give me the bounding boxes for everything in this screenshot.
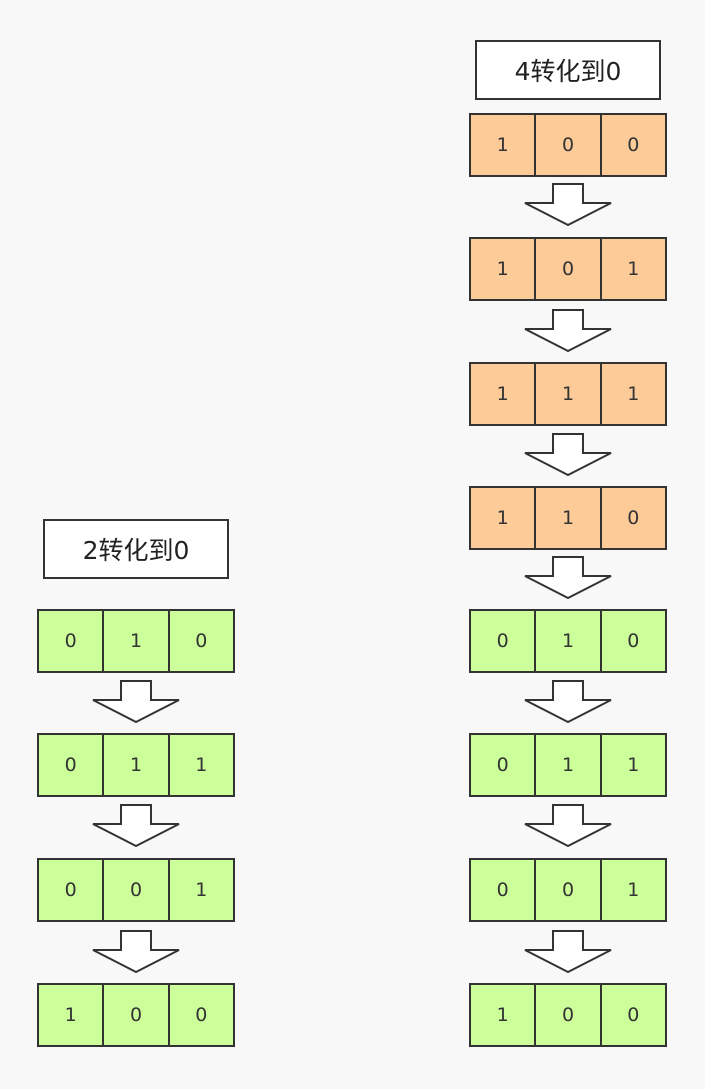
- left-title: 2转化到0: [43, 519, 229, 579]
- bit-cell: 0: [471, 611, 537, 671]
- bit-cell: 0: [536, 115, 602, 175]
- bit-cell: 0: [536, 239, 602, 299]
- down-arrow-icon: [524, 556, 612, 600]
- bit-cell: 1: [471, 985, 537, 1045]
- right-row-7: 0 0 1: [469, 858, 667, 922]
- right-row-1: 1 0 0: [469, 113, 667, 177]
- down-arrow-icon: [524, 804, 612, 848]
- bit-cell: 0: [195, 630, 208, 652]
- down-arrow-icon: [92, 680, 180, 724]
- bit-cell: 0: [536, 860, 602, 920]
- left-row-3: 0 0 1: [37, 858, 235, 922]
- bit-cell: 0: [104, 860, 170, 920]
- down-arrow-icon: [524, 183, 612, 227]
- bit-cell: 1: [627, 754, 640, 776]
- bit-cell: 0: [627, 134, 640, 156]
- bit-cell: 0: [195, 1004, 208, 1026]
- bit-cell: 1: [536, 364, 602, 424]
- bit-cell: 0: [104, 985, 170, 1045]
- down-arrow-icon: [524, 433, 612, 477]
- down-arrow-icon: [524, 930, 612, 974]
- bit-cell: 0: [536, 985, 602, 1045]
- bit-cell: 1: [39, 985, 105, 1045]
- right-row-2: 1 0 1: [469, 237, 667, 301]
- bit-cell: 0: [471, 860, 537, 920]
- right-title: 4转化到0: [475, 40, 661, 100]
- right-row-8: 1 0 0: [469, 983, 667, 1047]
- bit-cell: 1: [104, 735, 170, 795]
- bit-cell: 1: [195, 879, 208, 901]
- bit-cell: 1: [627, 879, 640, 901]
- bit-cell: 0: [627, 507, 640, 529]
- left-row-2: 0 1 1: [37, 733, 235, 797]
- bit-cell: 0: [39, 735, 105, 795]
- right-row-4: 1 1 0: [469, 486, 667, 550]
- down-arrow-icon: [524, 309, 612, 353]
- down-arrow-icon: [92, 930, 180, 974]
- bit-cell: 1: [471, 488, 537, 548]
- right-row-5: 0 1 0: [469, 609, 667, 673]
- bit-cell: 1: [104, 611, 170, 671]
- bit-cell: 1: [627, 383, 640, 405]
- right-row-6: 0 1 1: [469, 733, 667, 797]
- down-arrow-icon: [92, 804, 180, 848]
- left-row-4: 1 0 0: [37, 983, 235, 1047]
- bit-cell: 1: [471, 115, 537, 175]
- bit-cell: 1: [471, 239, 537, 299]
- bit-cell: 0: [627, 1004, 640, 1026]
- bit-cell: 1: [536, 735, 602, 795]
- bit-cell: 1: [536, 488, 602, 548]
- down-arrow-icon: [524, 680, 612, 724]
- bit-cell: 1: [195, 754, 208, 776]
- bit-cell: 0: [39, 860, 105, 920]
- right-row-3: 1 1 1: [469, 362, 667, 426]
- bit-cell: 1: [471, 364, 537, 424]
- bit-cell: 1: [627, 258, 640, 280]
- left-row-1: 0 1 0: [37, 609, 235, 673]
- bit-cell: 1: [536, 611, 602, 671]
- bit-cell: 0: [39, 611, 105, 671]
- bit-cell: 0: [471, 735, 537, 795]
- bit-cell: 0: [627, 630, 640, 652]
